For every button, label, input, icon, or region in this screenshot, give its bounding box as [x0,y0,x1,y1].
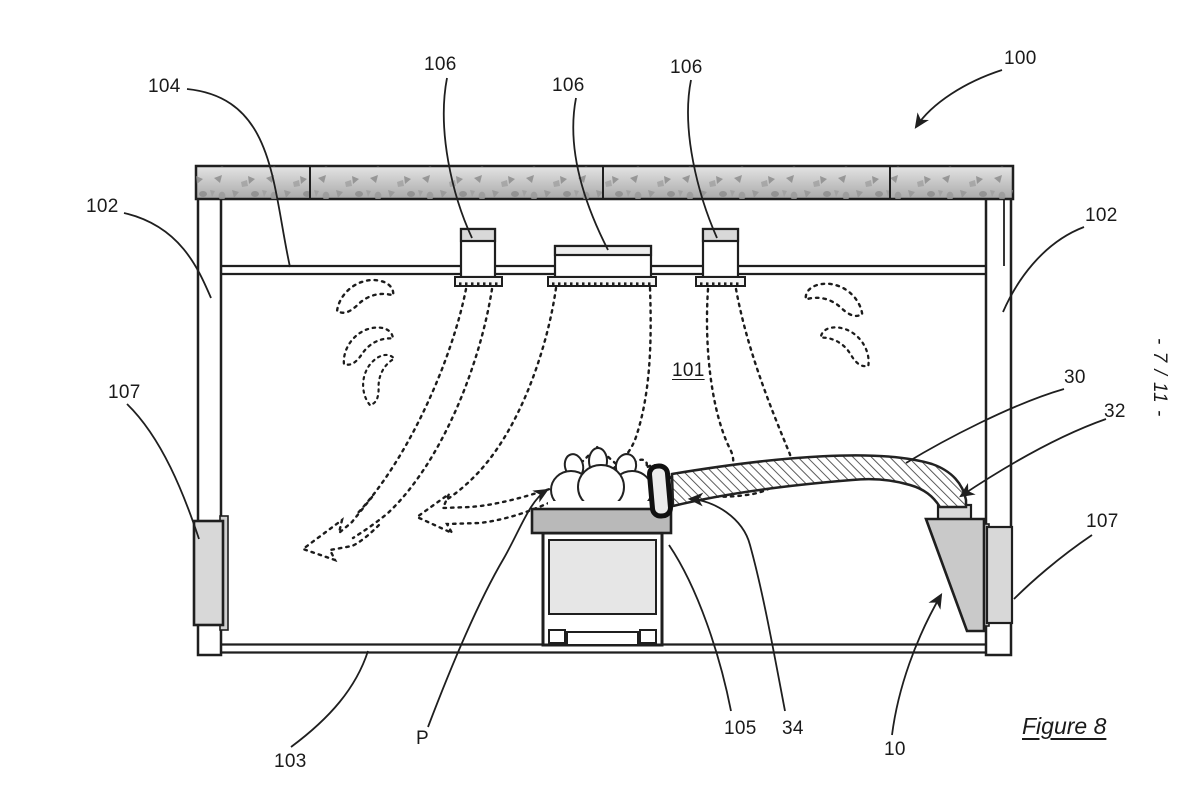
ref-label-107-right: 107 [1086,511,1119,532]
leader-32 [959,418,1107,498]
specimen-table [530,507,673,647]
ref-label-106-center: 106 [552,75,585,96]
leader-107-left [126,403,200,540]
airflow-curl [816,318,880,370]
table-top-slab [530,507,673,535]
airflow-curl [330,273,397,316]
ref-label-106-right: 106 [670,57,703,78]
supply-diffuser-left [459,227,497,279]
leader-105 [668,544,732,712]
ref-label-10: 10 [884,739,906,760]
ref-label-100: 100 [1004,48,1037,69]
leader-100 [914,69,1003,129]
leader-107-right [1013,534,1093,600]
ref-label-105: 105 [724,718,757,739]
ref-label-101: 101 [672,360,705,381]
ref-label-P: P [416,728,429,749]
ref-label-32: 32 [1104,401,1126,422]
ref-label-102-left: 102 [86,196,119,217]
supply-diffuser-center [553,244,653,279]
figure-caption: Figure 8 [1022,713,1107,739]
airflow-curl [802,277,869,319]
leader-10 [891,593,943,736]
ref-label-104: 104 [148,76,181,97]
airflow-curl [333,319,397,369]
return-vent-right [981,523,1014,627]
extraction-hose [670,454,968,509]
return-vent-left [192,515,229,631]
ceiling-slab [194,164,1015,201]
right-wall [984,199,1013,657]
ref-label-30: 30 [1064,367,1086,388]
ref-label-103: 103 [274,751,307,772]
collection-hood [924,517,986,633]
supply-diffuser-right [701,227,740,279]
sheet-number: - 7 / 11 - [1149,338,1170,418]
leader-lines [123,69,1107,748]
ref-label-107-left: 107 [108,382,141,403]
leader-103 [290,650,369,748]
leader-104 [186,88,291,268]
leader-34 [687,492,786,712]
leader-106-center [572,97,609,251]
diffuser-grilles [454,276,746,287]
left-wall [196,199,223,657]
leader-30 [905,388,1065,464]
ref-label-34: 34 [782,718,804,739]
leader-102-left [123,212,212,299]
specimen-plant [548,447,654,511]
airflow-arrow [300,495,381,563]
leader-P [427,488,549,728]
leader-106-right [687,79,718,239]
leader-106-left [442,77,473,239]
ref-label-102-right: 102 [1085,205,1118,226]
leader-102-right [1002,226,1085,313]
hose-funnel [647,463,673,519]
ref-label-106-left: 106 [424,54,457,75]
